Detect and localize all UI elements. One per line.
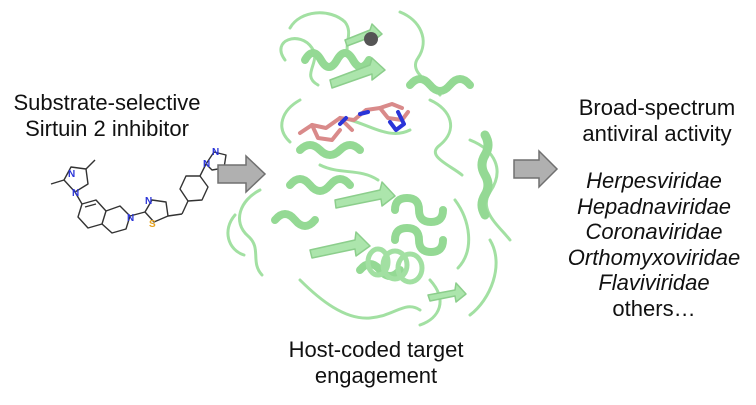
others-label: others… bbox=[612, 295, 696, 321]
right-title: Broad-spectrum antiviral activity bbox=[558, 95, 756, 147]
bottom-caption-line: engagement bbox=[314, 363, 438, 388]
virus-family-list: Herpesviridae Hepadnaviridae Coronavirid… bbox=[552, 168, 756, 321]
arrow-left bbox=[217, 154, 267, 194]
atom-label: N bbox=[145, 196, 152, 207]
atom-label: N bbox=[212, 147, 219, 158]
virus-family: Hepadnaviridae bbox=[576, 193, 732, 219]
left-title-line: Sirtuin 2 inhibitor bbox=[25, 116, 189, 141]
virus-family: Herpesviridae bbox=[586, 168, 722, 193]
molecule-structure bbox=[50, 151, 227, 234]
bottom-caption-line: Host-coded target bbox=[288, 337, 464, 362]
ligand-sticks bbox=[298, 102, 410, 142]
left-title: Substrate-selective Sirtuin 2 inhibitor bbox=[0, 90, 214, 142]
virus-family: Coronaviridae bbox=[585, 219, 723, 244]
virus-family: Flaviviridae bbox=[598, 270, 710, 295]
molecule-atom-labels: N N N N S N N bbox=[68, 147, 219, 230]
right-title-line: Broad-spectrum bbox=[578, 95, 736, 120]
arrow-right bbox=[513, 149, 559, 189]
right-title-line: antiviral activity bbox=[582, 121, 732, 146]
metal-ion bbox=[364, 32, 378, 46]
atom-label: N bbox=[72, 188, 79, 199]
left-title-line: Substrate-selective bbox=[13, 90, 201, 115]
atom-label: S bbox=[149, 219, 156, 230]
bottom-caption: Host-coded target engagement bbox=[250, 337, 502, 389]
virus-family: Orthomyxoviridae bbox=[567, 244, 741, 270]
atom-label: N bbox=[127, 213, 134, 224]
atom-label: N bbox=[203, 159, 210, 170]
atom-label: N bbox=[68, 169, 75, 180]
protein-structure bbox=[226, 10, 512, 327]
